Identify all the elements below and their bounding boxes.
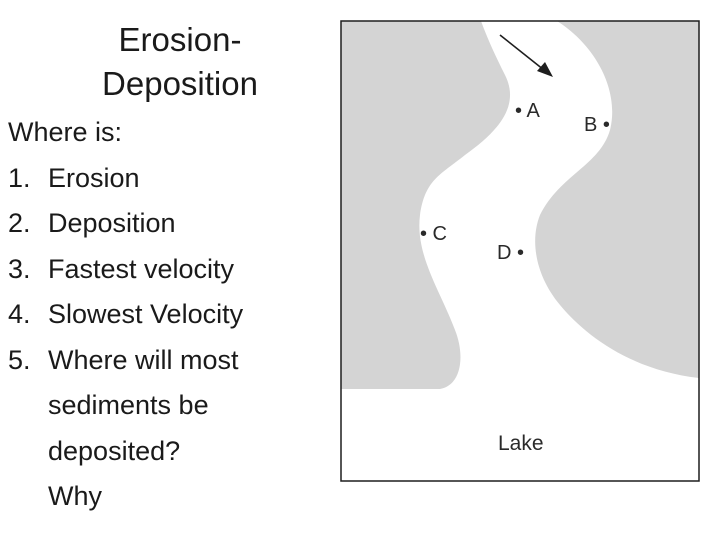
list-item-number: 2. (8, 208, 31, 238)
list-item: 3. Fastest velocity (8, 247, 338, 293)
flow-direction-arrow-icon (499, 34, 553, 77)
river-channel (341, 21, 699, 481)
title-line-2: Deposition (102, 65, 258, 102)
list-item-text: Slowest Velocity (48, 299, 244, 329)
question-list: Where is: 1. Erosion 2. Deposition 3. Fa… (8, 110, 338, 520)
list-item-number: 5. (8, 344, 31, 375)
list-item: 5. Where will most sediments be deposite… (8, 338, 338, 520)
point-label-b: B • (584, 114, 610, 136)
point-label-c: • C (420, 223, 447, 245)
list-item: 1. Erosion (8, 156, 338, 202)
list-item: 4. Slowest Velocity (8, 292, 338, 338)
list-item-text: Fastest velocity (48, 253, 235, 284)
list-item-number: 4. (8, 299, 31, 329)
list-item-text: Where will most sediments be deposited? … (48, 344, 239, 512)
point-label-a: • A (515, 100, 540, 122)
list-item-text: Erosion (48, 162, 140, 193)
list-item-number: 3. (8, 253, 31, 284)
lake-label: Lake (498, 432, 544, 455)
title-line-1: Erosion- (118, 21, 242, 58)
question-intro: Where is: (8, 117, 123, 147)
slide-title: Erosion- Deposition (60, 18, 300, 106)
list-item-number: 1. (8, 162, 31, 193)
list-item-text: Deposition (48, 208, 176, 238)
point-label-d: D • (497, 242, 524, 264)
list-item: 2. Deposition (8, 201, 338, 247)
diagram-frame (340, 20, 700, 482)
